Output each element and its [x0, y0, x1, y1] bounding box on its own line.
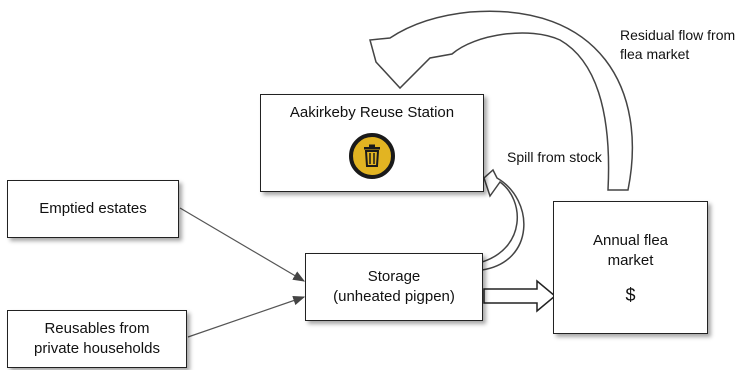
- trash-bin-icon: [349, 133, 395, 179]
- residual-flow-line1: Residual flow from: [620, 27, 736, 43]
- residual-flow-line2: flea market: [620, 46, 690, 62]
- storage-line1: Storage: [367, 268, 421, 285]
- spill-label: Spill from stock: [507, 149, 602, 165]
- residual-flow-arrow: [369, 10, 634, 191]
- storage-line2: (unheated pigpen): [333, 288, 455, 305]
- reusables-to-storage-arrow: [187, 295, 306, 338]
- storage-to-market-arrow: [483, 279, 557, 313]
- flea-market-box: Annual flea market $: [553, 201, 708, 334]
- residual-flow-label: Residual flow from flea market: [620, 26, 735, 64]
- dollar-symbol: $: [625, 284, 636, 305]
- storage-box: Storage (unheated pigpen): [305, 253, 483, 321]
- reuse-station-box: Aakirkeby Reuse Station: [260, 94, 484, 192]
- flea-market-line1: Annual flea: [592, 231, 669, 249]
- reusables-line1: Reusables from: [44, 320, 150, 337]
- reusables-line2: private households: [34, 340, 160, 357]
- flea-market-line2: market: [607, 251, 654, 269]
- spill-arrow: [481, 168, 525, 271]
- emptied-estates-box: Emptied estates: [7, 180, 179, 238]
- reusables-box: Reusables from private households: [7, 310, 187, 368]
- reuse-station-label: Aakirkeby Reuse Station: [289, 104, 455, 121]
- emptied-estates-label: Emptied estates: [39, 200, 147, 217]
- estates-to-storage-arrow: [179, 207, 306, 282]
